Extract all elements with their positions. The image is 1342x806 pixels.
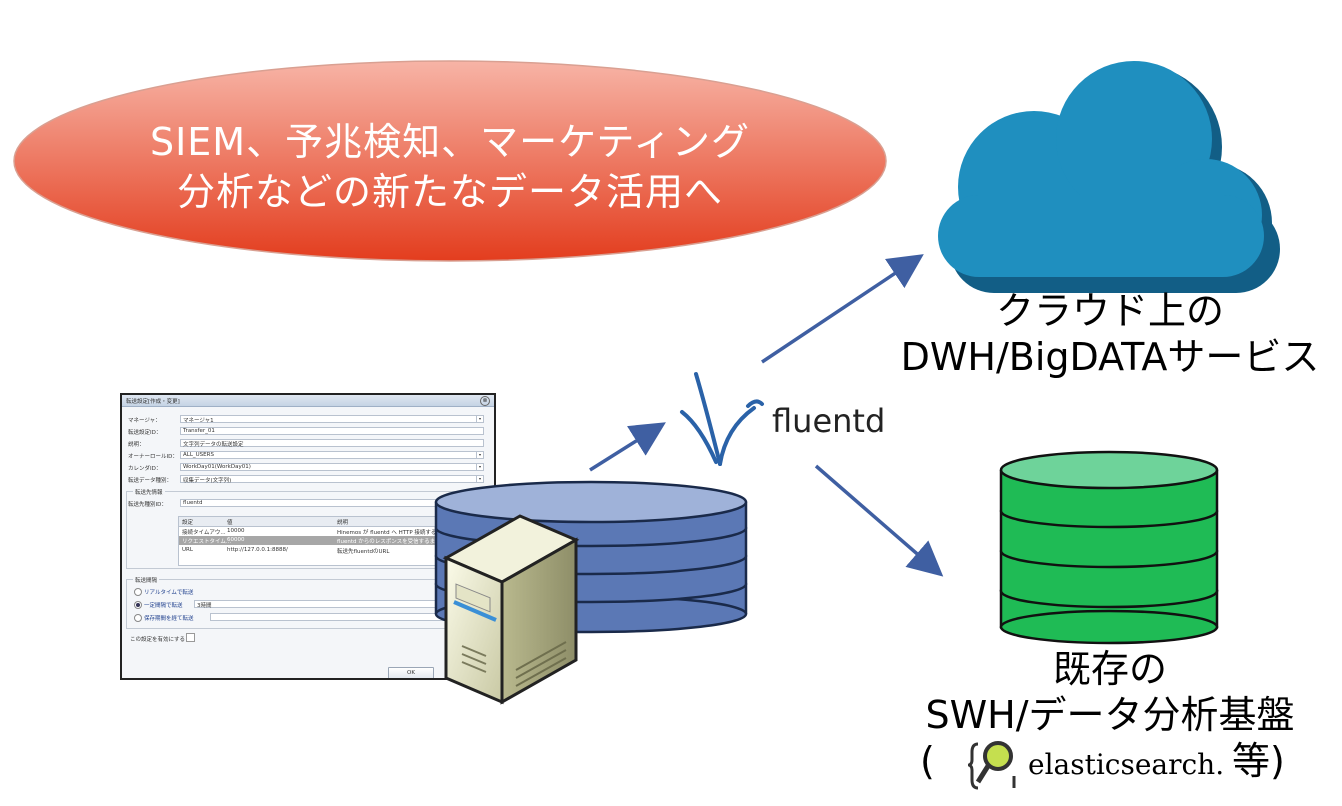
dialog-close-icon[interactable]: ⊗	[480, 396, 490, 406]
property-table: 設定 値 説明 接続タイムアウ... 10000 Hinemos が fluen…	[178, 516, 486, 566]
chevron-down-icon: ▾	[476, 452, 483, 458]
table-row[interactable]: URL http://127.0.0.1:8888/ 転送先fluentdのUR…	[182, 547, 390, 555]
cloud-icon	[938, 61, 1280, 293]
transfer-settings-dialog: 転送設定[作成・変更] ⊗ マネージャ： マネージャ1▾ 転送設定ID： Tra…	[120, 393, 496, 680]
table-header: 説明	[337, 520, 349, 526]
field-label: カレンダID：	[128, 466, 162, 472]
arrow-to-fluentd	[589, 422, 666, 472]
existing-label-line1: 既存の	[1052, 647, 1167, 691]
headline-line2: 分析などの新たなデータ活用へ	[176, 170, 723, 214]
dialog-titlebar: 転送設定[作成・変更] ⊗	[122, 395, 494, 407]
enable-checkbox[interactable]	[186, 633, 195, 642]
field-label: マネージャ：	[128, 418, 161, 424]
chevron-down-icon: ▾	[476, 416, 483, 422]
elasticsearch-logo-icon	[968, 741, 1016, 790]
owner-role-select[interactable]: ALL_USERS▾	[180, 451, 484, 459]
table-row-selected[interactable]: リクエストタイム... 60000 fluentd からのレスポンスを受信するま…	[179, 536, 485, 545]
table-header: 値	[227, 520, 233, 526]
field-label: オーナーロールID：	[128, 454, 178, 460]
field-label: 転送データ種別：	[128, 478, 173, 484]
radio-interval[interactable]	[134, 601, 142, 609]
data-type-select[interactable]: 収集データ(文字列)▾	[180, 475, 484, 484]
arrow-to-cloud	[761, 254, 924, 364]
description-input[interactable]: 文字列データの転送設定	[180, 439, 484, 448]
field-owner-role: オーナーロールID： ALL_USERS▾	[128, 451, 488, 460]
headline-line1: SIEM、予兆検知、マーケティング	[149, 120, 751, 164]
transfer-id-input[interactable]: Transfer_01	[180, 427, 484, 435]
ok-button[interactable]: OK	[388, 667, 434, 678]
existing-database-icon	[999, 450, 1219, 645]
table-row[interactable]: 接続タイムアウ... 10000 Hinemos が fluentd へ HTT…	[182, 528, 448, 536]
enable-label: この設定を有効にする	[130, 637, 186, 643]
headline-shape	[13, 60, 887, 262]
paren-open: (	[920, 739, 935, 783]
radio-interval-label: 一定間隔で転送	[144, 603, 183, 609]
fluentd-bird-icon	[680, 372, 764, 466]
field-manager: マネージャ： マネージャ1▾	[128, 415, 488, 424]
arrow-to-database	[814, 464, 944, 577]
table-header-row: 設定 値 説明	[179, 517, 485, 527]
server-tower-icon	[442, 514, 580, 705]
destination-group-title: 転送先情報	[133, 488, 165, 496]
elasticsearch-wordmark: elasticsearch.	[1028, 748, 1225, 781]
paren-close: 等)	[1232, 739, 1285, 783]
existing-label-line3: ( elasticsearch. 等)	[920, 738, 1320, 790]
fluentd-label: fluentd	[772, 402, 886, 440]
field-label: 転送設定ID：	[128, 430, 162, 436]
radio-retention-label: 保存期間を経て転送	[144, 616, 194, 622]
cloud-label-line1: クラウド上の	[995, 289, 1224, 333]
field-description: 説明： 文字列データの転送設定	[128, 439, 488, 448]
radio-realtime-label: リアルタイムで転送	[144, 590, 194, 596]
chevron-down-icon: ▾	[476, 464, 483, 470]
dialog-title: 転送設定[作成・変更]	[126, 399, 180, 405]
field-label: 説明：	[128, 442, 145, 448]
field-transfer-id: 転送設定ID： Transfer_01	[128, 427, 488, 436]
interval-group-title: 転送間隔	[133, 576, 160, 584]
field-data-type: 転送データ種別： 収集データ(文字列)▾	[128, 475, 488, 484]
calendar-select[interactable]: WorkDay01(WorkDay01)▾	[180, 463, 484, 471]
field-calendar: カレンダID： WorkDay01(WorkDay01)▾	[128, 463, 488, 472]
headline-ellipse: SIEM、予兆検知、マーケティング 分析などの新たなデータ活用へ	[10, 56, 890, 266]
chevron-down-icon: ▾	[476, 476, 483, 482]
field-label: 転送先種別ID：	[128, 502, 167, 508]
cloud-label-line2: DWH/BigDATAサービス	[900, 335, 1320, 379]
existing-label-line2: SWH/データ分析基盤	[925, 693, 1295, 737]
table-header: 設定	[182, 520, 194, 526]
radio-retention[interactable]	[134, 614, 142, 622]
radio-realtime[interactable]	[134, 588, 142, 596]
manager-select[interactable]: マネージャ1▾	[180, 415, 484, 424]
